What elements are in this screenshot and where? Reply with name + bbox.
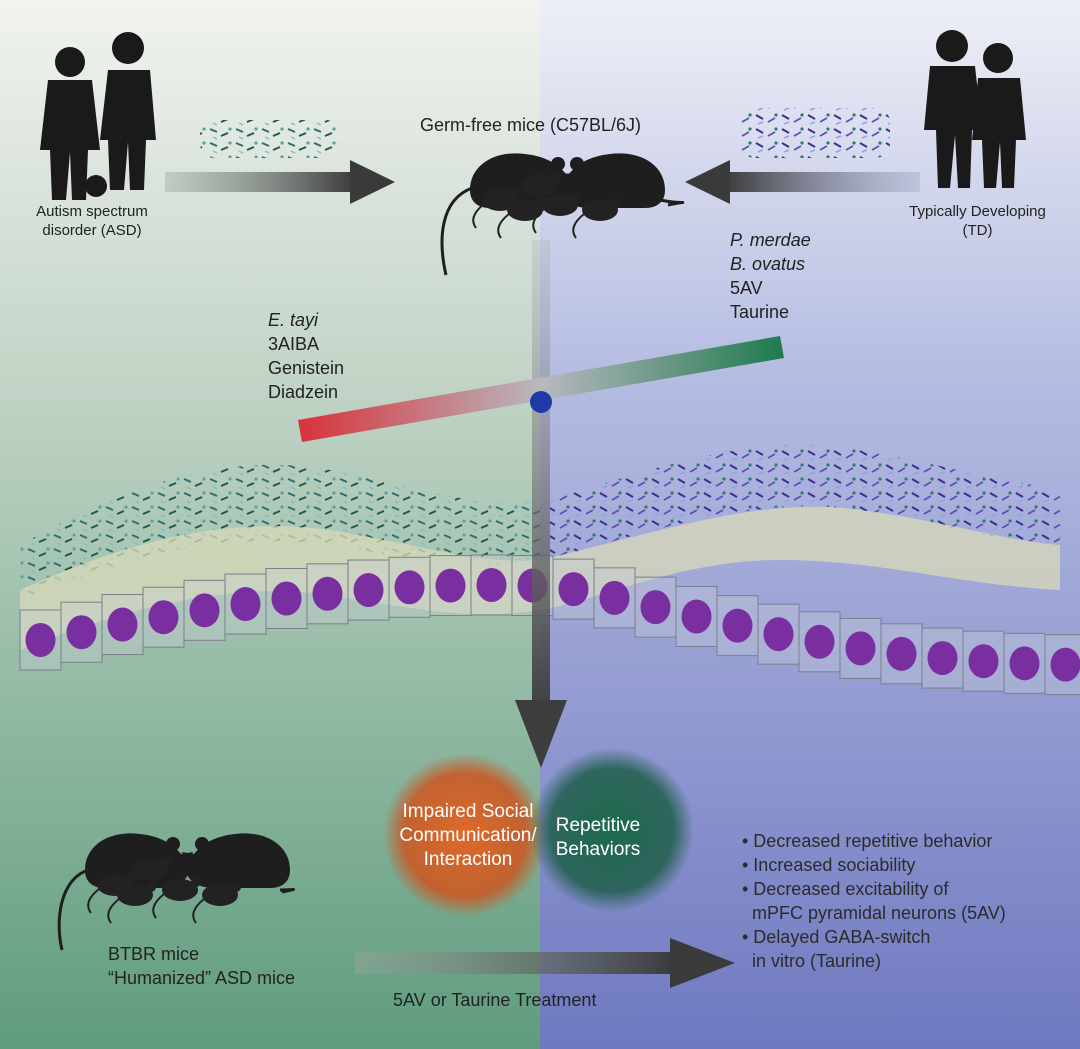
outcome-item: • Decreased repetitive behavior xyxy=(742,831,993,851)
asd-factor-list: E. tayi 3AIBA Genistein Diadzein xyxy=(268,308,344,404)
cell-nucleus xyxy=(66,615,97,650)
cell-nucleus xyxy=(435,568,466,603)
outcome-item: • Decreased excitability of xyxy=(742,879,949,899)
cell-nucleus xyxy=(353,573,384,608)
cell-nucleus xyxy=(927,641,958,676)
asd-children-icon xyxy=(40,32,156,200)
cell-nucleus xyxy=(148,600,179,635)
repetitive-behavior-circle xyxy=(530,748,694,912)
cell-nucleus xyxy=(107,607,138,642)
cell-nucleus xyxy=(230,587,261,622)
td-factor-list: P. merdae B. ovatus 5AV Taurine xyxy=(730,228,811,324)
asd-transfer-arrow xyxy=(165,160,395,204)
cell-nucleus xyxy=(681,599,712,634)
td-factor-2: 5AV xyxy=(730,278,763,298)
td-source-label: Typically Developing (TD) xyxy=(909,203,1046,239)
asd-factor-1: 3AIBA xyxy=(268,334,320,354)
outcome-item: in vitro (Taurine) xyxy=(742,951,882,971)
cell-nucleus xyxy=(1050,647,1080,682)
td-transfer-arrow xyxy=(685,160,920,204)
social-deficit-label: Impaired Social Communication/ Interacti… xyxy=(399,801,537,870)
asd-factor-0: E. tayi xyxy=(268,310,319,330)
td-gut-microbiota xyxy=(550,444,1060,560)
asd-microbiota-icon xyxy=(200,120,340,158)
td-factor-0: P. merdae xyxy=(730,230,811,250)
treatment-outcomes-list: • Decreased repetitive behavior • Increa… xyxy=(742,829,1006,973)
asd-source-label: Autism spectrum disorder (ASD) xyxy=(36,203,148,239)
social-deficit-circle xyxy=(383,753,547,917)
td-factor-1: B. ovatus xyxy=(730,254,806,274)
balance-gradient-bar xyxy=(298,336,784,442)
repetitive-behavior-label: Repetitive Behaviors xyxy=(555,815,641,860)
main-flow-arrow xyxy=(515,240,567,768)
cell-nucleus xyxy=(722,608,753,643)
outcome-item: • Increased sociability xyxy=(742,855,916,875)
cell-nucleus xyxy=(476,568,507,603)
btbr-label: BTBR mice “Humanized” ASD mice xyxy=(108,944,296,988)
asd-factor-3: Diadzein xyxy=(268,382,339,402)
cell-nucleus xyxy=(25,623,56,657)
balance-pivot-dot xyxy=(530,391,552,413)
btbr-mice-icon xyxy=(57,833,295,951)
td-microbiota-icon xyxy=(740,108,890,158)
cell-nucleus xyxy=(968,644,999,679)
cell-nucleus xyxy=(845,631,876,666)
treatment-label: 5AV or Taurine Treatment xyxy=(393,990,597,1010)
epithelial-cells xyxy=(19,554,1080,696)
cell-nucleus xyxy=(763,617,794,652)
cell-nucleus xyxy=(599,580,630,615)
td-children-icon xyxy=(924,30,1026,188)
cell-nucleus xyxy=(1009,646,1040,681)
cell-nucleus xyxy=(804,624,835,659)
cell-nucleus xyxy=(558,572,589,607)
cell-nucleus xyxy=(271,581,302,616)
cell-nucleus xyxy=(312,576,343,611)
td-factor-3: Taurine xyxy=(730,302,790,322)
cell-nucleus xyxy=(189,593,220,628)
treatment-arrow xyxy=(355,938,735,988)
cell-nucleus xyxy=(640,590,671,625)
outcome-item: mPFC pyramidal neurons (5AV) xyxy=(742,903,1006,923)
cell-nucleus xyxy=(886,636,917,671)
cell-nucleus xyxy=(394,570,425,605)
germ-free-label: Germ-free mice (C57BL/6J) xyxy=(420,115,642,135)
outcome-item: • Delayed GABA-switch xyxy=(742,927,931,947)
asd-factor-2: Genistein xyxy=(268,358,345,378)
germ-free-mice-icon xyxy=(440,153,685,276)
